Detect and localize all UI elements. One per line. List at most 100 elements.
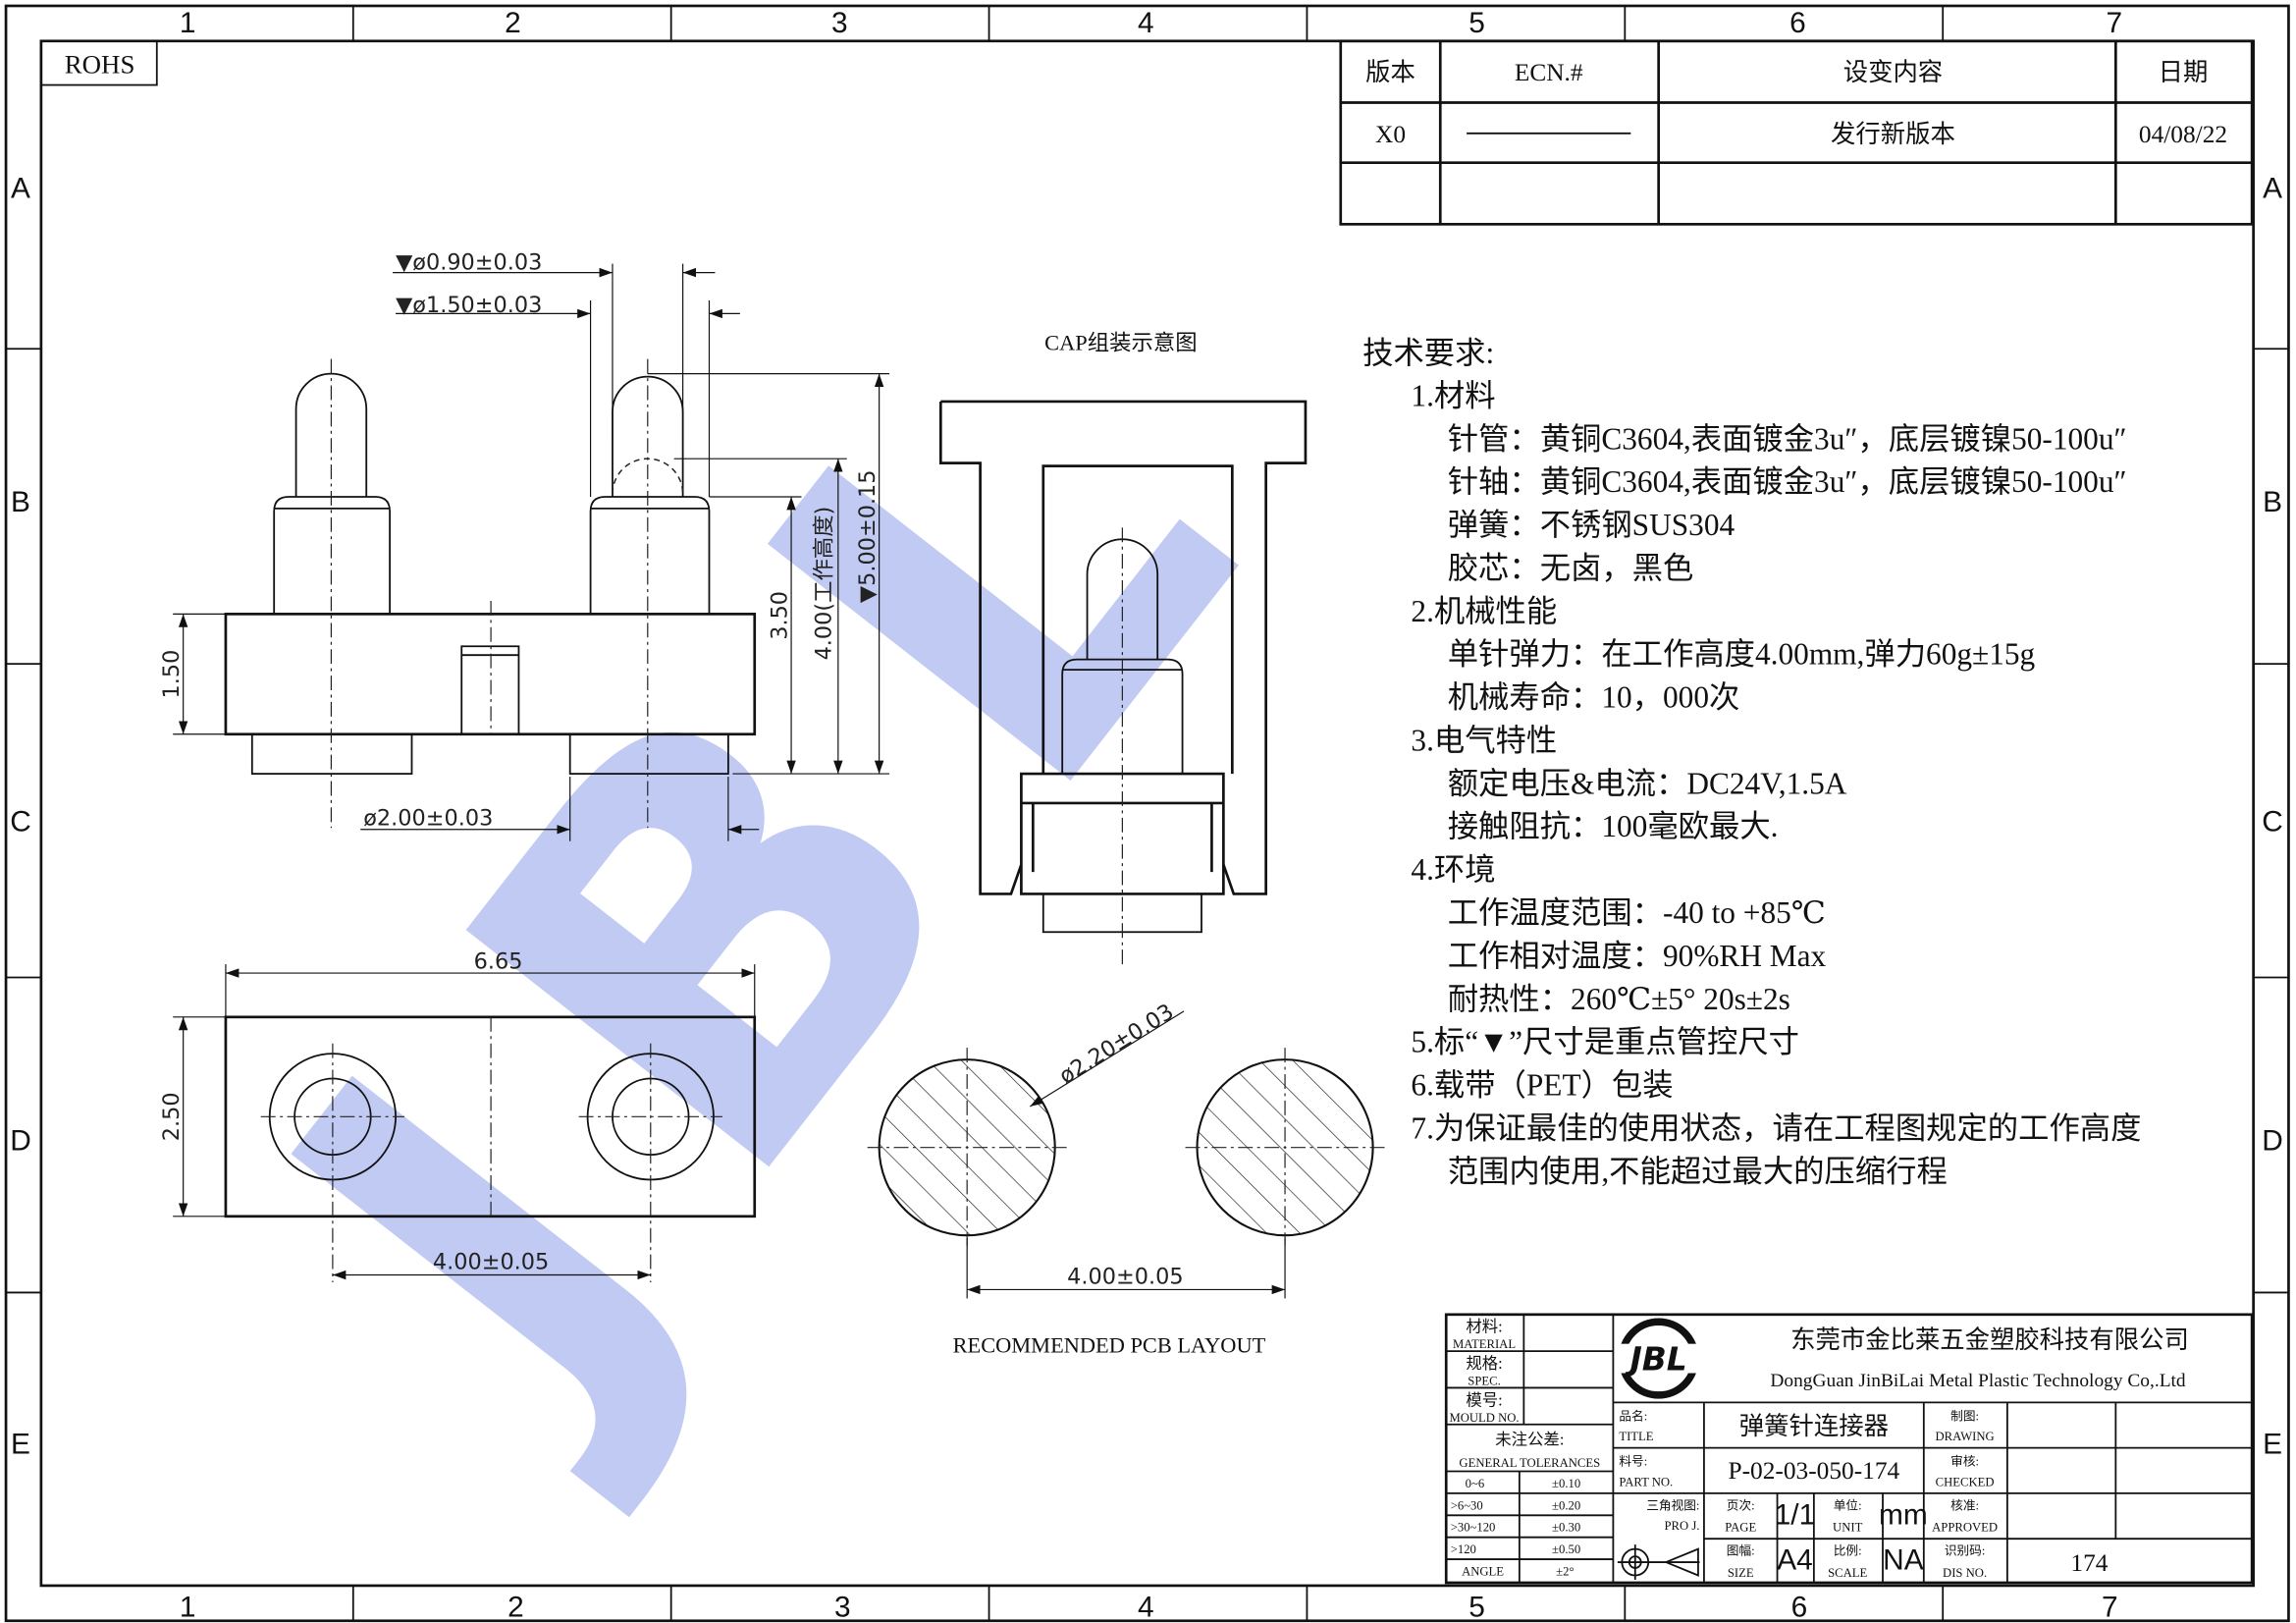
zone-col-4-bottom: 4 [1138,1591,1154,1623]
tech-requirement-line: 3.电气特性 [1411,723,1557,757]
approved-label: 核准: [1950,1498,1979,1512]
rev-version: X0 [1375,121,1406,148]
housing-body [224,613,757,736]
tech-requirement-line: 2.机械性能 [1411,594,1557,628]
cap-view-title: CAP组装示意图 [1044,331,1197,355]
unit-label-en: UNIT [1833,1521,1863,1535]
zone-row-a-right: A [2263,172,2282,204]
right-barrel [589,496,711,615]
rev-header-ecn: ECN.# [1515,59,1583,86]
zone-col-5-top: 5 [1468,7,1485,39]
size-label-en: SIZE [1728,1566,1754,1580]
tech-requirement-line: 工作相对温度：90%RH Max [1448,939,1827,973]
tolerance-range-2: >6~30 [1451,1498,1483,1512]
rev-header-change: 设变内容 [1843,59,1943,86]
part-label: 料号: [1619,1455,1647,1469]
drawing-label-en: DRAWING [1935,1430,1994,1443]
pcb-layout-title: RECOMMENDED PCB LAYOUT [953,1333,1266,1358]
tolerance-label: 未注公差: [1495,1431,1564,1449]
dim-body-height: 1.50 [159,650,185,699]
left-plunger [294,372,368,497]
cap-outline [938,400,1308,895]
tech-requirement-line: 胶芯：无卤，黑色 [1448,551,1694,585]
unit-value: mm [1879,1498,1928,1531]
tech-requirement-line: 工作温度范围：-40 to +85℃ [1448,895,1826,930]
tolerance-value-2: ±0.20 [1552,1498,1580,1512]
part-number: P-02-03-050-174 [1729,1457,1900,1485]
tech-requirement-line: 弹簧：不锈钢SUS304 [1448,508,1735,542]
zone-labels: 1 2 3 4 5 6 7 1 2 3 4 5 6 7 A B C D E A … [10,7,2283,1623]
company-logo: JBL [1617,1318,1703,1399]
rev-header-date: 日期 [2159,59,2209,86]
zone-col-2-bottom: 2 [507,1591,524,1623]
page-label-en: PAGE [1725,1521,1756,1535]
title-label: 品名: [1619,1408,1647,1423]
zone-col-2-top: 2 [505,7,521,39]
dis-label: 识别码: [1945,1544,1986,1558]
tech-requirement-line: 4.环境 [1411,852,1495,887]
scale-label: 比例: [1834,1544,1862,1558]
cap-assembly-view: CAP组装示意图 [938,331,1308,968]
company-name-en: DongGuan JinBiLai Metal Plastic Technolo… [1770,1371,2186,1391]
dim-total-height: ▼5.00±0.15 [855,469,881,603]
zone-col-7-bottom: 7 [2102,1591,2118,1623]
title-block: 材料: MATERIAL 规格: SPEC. 模号: MOULD NO. 未注公… [1444,1313,2254,1585]
revision-table: 版本 ECN.# 设变内容 日期 X0 发行新版本 04/08/22 [1339,39,2254,226]
zone-row-e-left: E [11,1429,30,1461]
checked-label-en: CHECKED [1936,1475,1995,1488]
zone-row-a-left: A [11,172,30,204]
dis-number: 174 [2070,1549,2108,1577]
checked-label: 审核: [1950,1455,1979,1469]
part-label-en: PART NO. [1619,1475,1673,1488]
zone-col-6-bottom: 6 [1791,1591,1808,1623]
scale-label-en: SCALE [1828,1566,1867,1580]
rohs-label: ROHS [65,50,135,80]
left-barrel [273,496,392,615]
dim-width: 2.50 [159,1092,185,1141]
right-tail [568,732,729,775]
material-label: 材料: [1466,1318,1502,1336]
tech-requirement-line: 针管：黄铜C3604,表面镀金3u″，底层镀镍50-100u″ [1448,421,2127,456]
company-name-cn: 东莞市金比莱五金塑胶科技有限公司 [1790,1326,2189,1354]
projection-label: 三角视图: [1646,1497,1699,1512]
zone-row-b-right: B [2263,486,2282,518]
size-label: 图幅: [1727,1544,1755,1558]
tech-heading: 技术要求: [1362,336,1494,370]
page-value: 1/1 [1775,1498,1816,1531]
dim-pitch: 4.00±0.05 [433,1250,549,1275]
size-value: A4 [1777,1544,1813,1577]
tolerance-value-5: ±2° [1556,1564,1574,1578]
zone-row-c-right: C [2262,805,2283,838]
dim-length: 6.65 [474,949,523,975]
tolerance-range-1: 0~6 [1466,1477,1485,1490]
dim-tail-dia: ø2.00±0.03 [363,805,493,831]
scale-value: NA [1883,1544,1924,1577]
zone-col-3-top: 3 [831,7,848,39]
tech-requirement-line: 6.载带（PET）包装 [1411,1068,1673,1103]
tech-requirement-line: 5.标“▼”尺寸是重点管控尺寸 [1411,1025,1799,1059]
dim-barrel-dia: ▼ø1.50±0.03 [396,293,542,318]
cap-cavity [1041,464,1234,775]
tolerance-range-3: >30~120 [1451,1521,1496,1535]
tolerance-value-1: ±0.10 [1552,1477,1580,1490]
logo-text: JBL [1625,1341,1687,1379]
approved-label-en: APPROVED [1932,1521,1998,1535]
rev-header-version: 版本 [1365,59,1415,86]
zone-col-7-top: 7 [2107,7,2123,39]
mould-label-en: MOULD NO. [1449,1411,1519,1425]
spec-label: 规格: [1466,1354,1502,1373]
spec-label-en: SPEC. [1468,1374,1500,1387]
page-label: 页次: [1727,1498,1755,1512]
housing-slot [460,645,520,734]
tech-requirement-line: 针轴：黄铜C3604,表面镀金3u″，底层镀镍50-100u″ [1448,464,2127,499]
tech-requirement-line: 额定电压&电流：DC24V,1.5A [1448,766,1847,800]
tech-requirement-line: 1.材料 [1411,378,1495,412]
zone-row-b-left: B [11,486,30,518]
tolerance-label-en: GENERAL TOLERANCES [1459,1456,1600,1470]
tech-requirement-line: 接触阻抗：100毫欧最大. [1448,809,1779,843]
top-view: 6.65 2.50 4.00±0.05 [159,949,757,1282]
zone-col-4-top: 4 [1138,7,1154,39]
zone-row-d-left: D [10,1125,31,1158]
rev-change: 发行新版本 [1831,121,1955,148]
